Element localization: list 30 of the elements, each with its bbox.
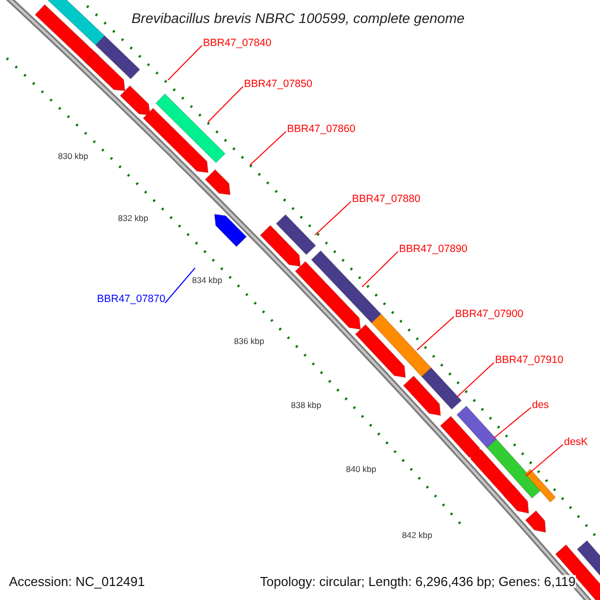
leader-line	[208, 86, 244, 122]
gene-label: BBR47_07900	[455, 309, 524, 320]
scale-label: 842 kbp	[402, 531, 432, 540]
leader-line	[168, 45, 202, 80]
leader-line	[362, 251, 398, 288]
leader-line	[456, 362, 494, 398]
gene-label: des	[532, 400, 549, 410]
leader-line	[494, 407, 532, 438]
leader-line	[250, 131, 286, 166]
leader-line	[526, 444, 564, 476]
leader-line	[164, 268, 196, 304]
leader-line	[314, 201, 352, 236]
scale-label: 836 kbp	[234, 337, 264, 346]
scale-label: 840 kbp	[346, 465, 376, 474]
scale-label: 838 kbp	[291, 401, 322, 410]
title: Brevibacillus brevis NBRC 100599, complete genome	[130, 11, 466, 25]
scale-label: 834 kbp	[192, 276, 222, 284]
scale-label: 832 kbp	[118, 214, 148, 222]
scale-label: 830 kbp	[58, 152, 88, 160]
gene-label: BBR47_07910	[495, 355, 564, 366]
gene-label: BBR47_07850	[244, 79, 312, 90]
gene-label: BBR47_07860	[287, 124, 356, 134]
footer-text: Accession: NC_012491	[9, 575, 145, 588]
gene-label: desK	[564, 437, 588, 448]
footer-text: Topology: circular; Length: 6,296,436 bp; Genes: 6,119	[260, 575, 576, 588]
gene-label: BBR47_07880	[352, 194, 420, 204]
gene-label: BBR47_07840	[203, 38, 272, 48]
gene-label: BBR47_07890	[399, 244, 468, 254]
leader-line	[416, 316, 454, 350]
gene-label: BBR47_07870	[97, 294, 166, 304]
